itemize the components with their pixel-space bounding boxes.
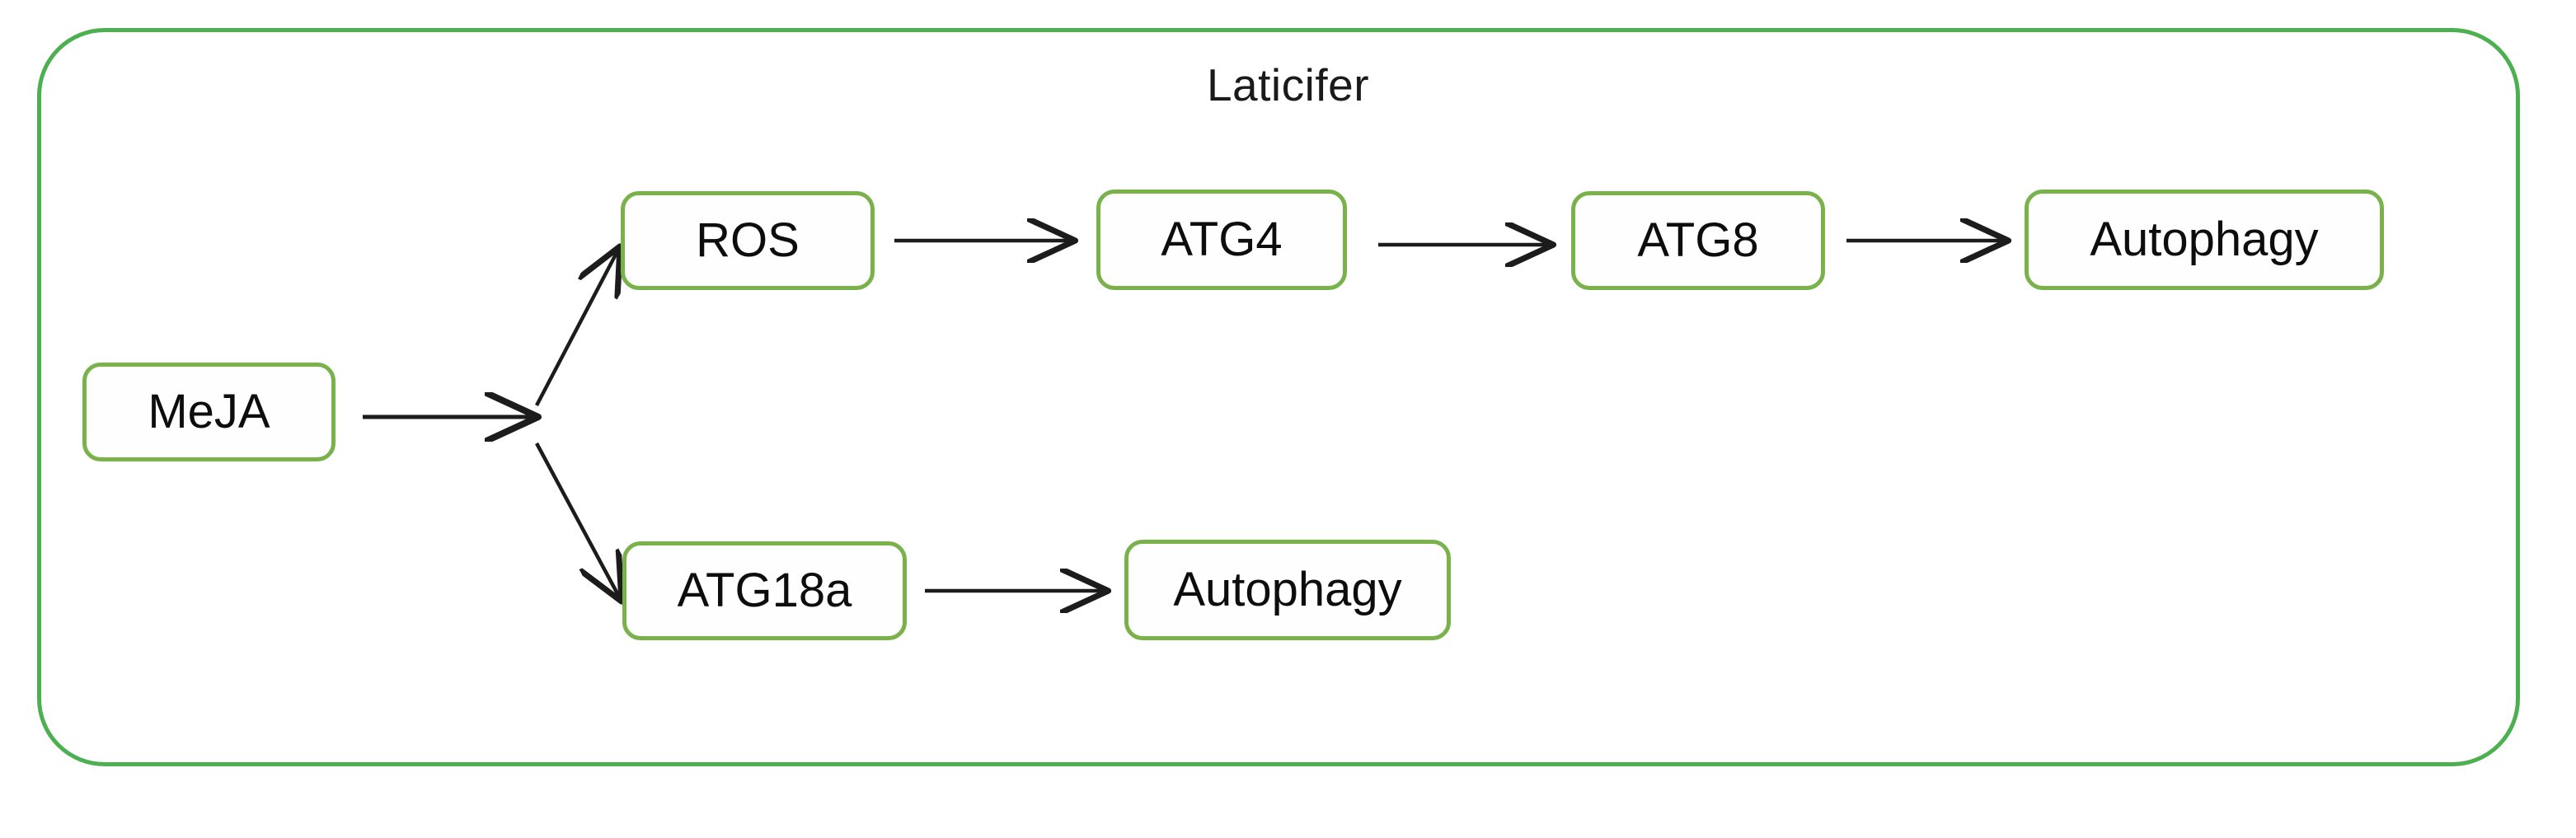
node-ros[interactable]: ROS [621,191,875,290]
node-atg18a-label: ATG18a [677,564,852,617]
compartment-title: Laticifer [1206,59,1370,110]
node-atg4[interactable]: ATG4 [1096,190,1347,290]
node-ros-label: ROS [696,213,800,267]
node-autophagy-bottom[interactable]: Autophagy [1124,540,1451,640]
node-atg8-label: ATG8 [1637,213,1759,267]
node-autophagy-bottom-label: Autophagy [1173,563,1402,616]
node-meja-label: MeJA [148,385,270,438]
node-autophagy-top[interactable]: Autophagy [2025,190,2384,290]
node-meja[interactable]: MeJA [82,363,335,461]
laticifer-compartment [37,28,2520,766]
node-atg4-label: ATG4 [1161,213,1283,266]
node-atg8[interactable]: ATG8 [1571,191,1825,290]
node-autophagy-top-label: Autophagy [2090,213,2319,266]
node-atg18a[interactable]: ATG18a [622,541,907,640]
